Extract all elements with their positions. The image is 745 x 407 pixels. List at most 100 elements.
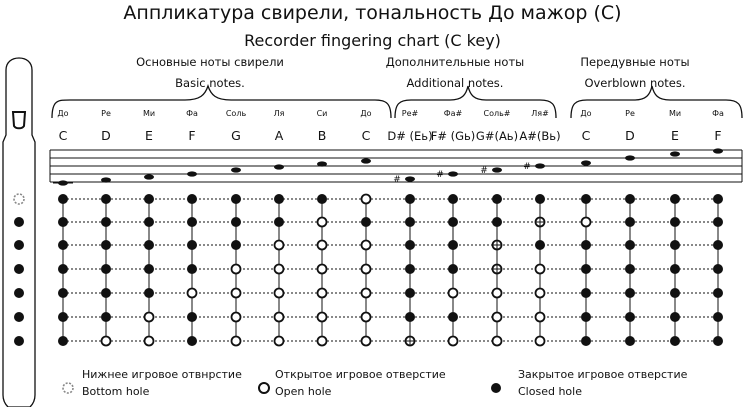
note-label-en: A	[275, 128, 284, 143]
legend-open-ru: Открытое игровое отверстие	[275, 368, 446, 381]
closed-hole	[713, 217, 723, 227]
closed-hole	[187, 336, 197, 346]
open-hole	[186, 287, 198, 299]
recorder-hole	[14, 312, 24, 322]
closed-hole	[448, 240, 458, 250]
closed-hole	[670, 288, 680, 298]
closed-hole	[670, 264, 680, 274]
sharp-sign-icon: #	[523, 162, 531, 172]
closed-hole	[405, 194, 415, 204]
open-hole	[491, 311, 503, 323]
note-label-en: B	[318, 128, 327, 143]
open-hole	[534, 335, 546, 347]
recorder-hole	[14, 240, 24, 250]
staff-note	[144, 174, 154, 180]
section-overblown-notes: Передувные ноты Overblown notes.	[565, 52, 705, 94]
legend-closed-en: Closed hole	[518, 385, 582, 398]
recorder-illustration	[2, 57, 36, 407]
note-label-ru: Ля#	[531, 109, 549, 118]
note-label-en: A#(Bь)	[519, 129, 560, 143]
note-label-en: D	[101, 128, 111, 143]
open-hole	[447, 287, 459, 299]
note-label-en: C	[59, 128, 68, 143]
section-overblown-ru: Передувные ноты	[580, 55, 690, 69]
staff-note	[231, 167, 241, 173]
closed-hole	[101, 288, 111, 298]
closed-hole	[625, 312, 635, 322]
closed-hole	[317, 194, 327, 204]
closed-hole	[101, 264, 111, 274]
closed-hole	[58, 217, 68, 227]
open-hole	[273, 335, 285, 347]
closed-hole	[448, 312, 458, 322]
closed-hole	[670, 312, 680, 322]
staff-note	[713, 148, 723, 154]
title-en: Recorder fingering chart (C key)	[244, 31, 501, 50]
note-label-en: E	[671, 128, 679, 143]
closed-hole	[231, 240, 241, 250]
closed-hole	[492, 217, 502, 227]
closed-hole	[187, 217, 197, 227]
closed-hole	[581, 312, 591, 322]
staff-note	[58, 180, 68, 186]
closed-hole	[274, 194, 284, 204]
open-hole	[360, 263, 372, 275]
closed-hole	[713, 288, 723, 298]
open-hole	[360, 239, 372, 251]
note-label-ru: Ре	[101, 109, 111, 118]
note-label-en: D	[625, 128, 635, 143]
closed-hole	[187, 240, 197, 250]
closed-hole	[625, 264, 635, 274]
legend-open-hole-icon	[258, 382, 270, 394]
open-hole	[230, 263, 242, 275]
open-hole	[534, 311, 546, 323]
legend-closed-hole: Закрытое игровое отверстие Closed hole	[518, 366, 687, 400]
section-additional-en: Additional notes.	[406, 76, 504, 90]
legend-closed-ru: Закрытое игровое отверстие	[518, 368, 688, 381]
open-hole	[100, 335, 112, 347]
closed-hole	[144, 217, 154, 227]
closed-hole	[625, 217, 635, 227]
note-label-ru: Фа	[186, 109, 198, 118]
title-ru: Аппликатура свирели, тональность До мажо…	[123, 2, 622, 24]
open-hole	[273, 287, 285, 299]
open-hole	[273, 239, 285, 251]
closed-hole	[670, 240, 680, 250]
staff-note	[361, 158, 371, 164]
closed-hole	[58, 336, 68, 346]
closed-hole	[581, 240, 591, 250]
brace-additional	[394, 85, 557, 119]
note-label-ru: Си	[317, 109, 328, 118]
closed-hole	[231, 194, 241, 204]
staff-note	[405, 176, 415, 182]
recorder-bottom-hole	[13, 193, 25, 205]
staff-note	[317, 161, 327, 167]
note-label-ru: Ре	[625, 109, 635, 118]
closed-hole	[713, 240, 723, 250]
open-hole	[143, 311, 155, 323]
note-label-en: G	[231, 128, 241, 143]
section-additional-notes: Дополнительные ноты Additional notes.	[380, 52, 530, 94]
open-hole	[534, 263, 546, 275]
closed-hole	[670, 217, 680, 227]
closed-hole	[101, 217, 111, 227]
brace-overblown	[570, 85, 743, 119]
note-label-en: C	[362, 128, 371, 143]
staff-note	[187, 171, 197, 177]
note-label-ru: До	[360, 109, 371, 118]
section-basic-en: Basic notes.	[175, 76, 245, 90]
closed-hole	[58, 240, 68, 250]
open-hole	[143, 335, 155, 347]
note-label-ru: Фа#	[444, 109, 463, 118]
open-hole	[491, 287, 503, 299]
closed-hole	[713, 336, 723, 346]
closed-hole	[535, 240, 545, 250]
open-hole	[447, 335, 459, 347]
closed-hole	[144, 264, 154, 274]
note-label-en: G#(Aь)	[476, 129, 518, 143]
legend-bottom-en: Bottom hole	[82, 385, 150, 398]
closed-hole	[581, 264, 591, 274]
closed-hole	[713, 312, 723, 322]
closed-hole	[405, 312, 415, 322]
closed-hole	[713, 264, 723, 274]
